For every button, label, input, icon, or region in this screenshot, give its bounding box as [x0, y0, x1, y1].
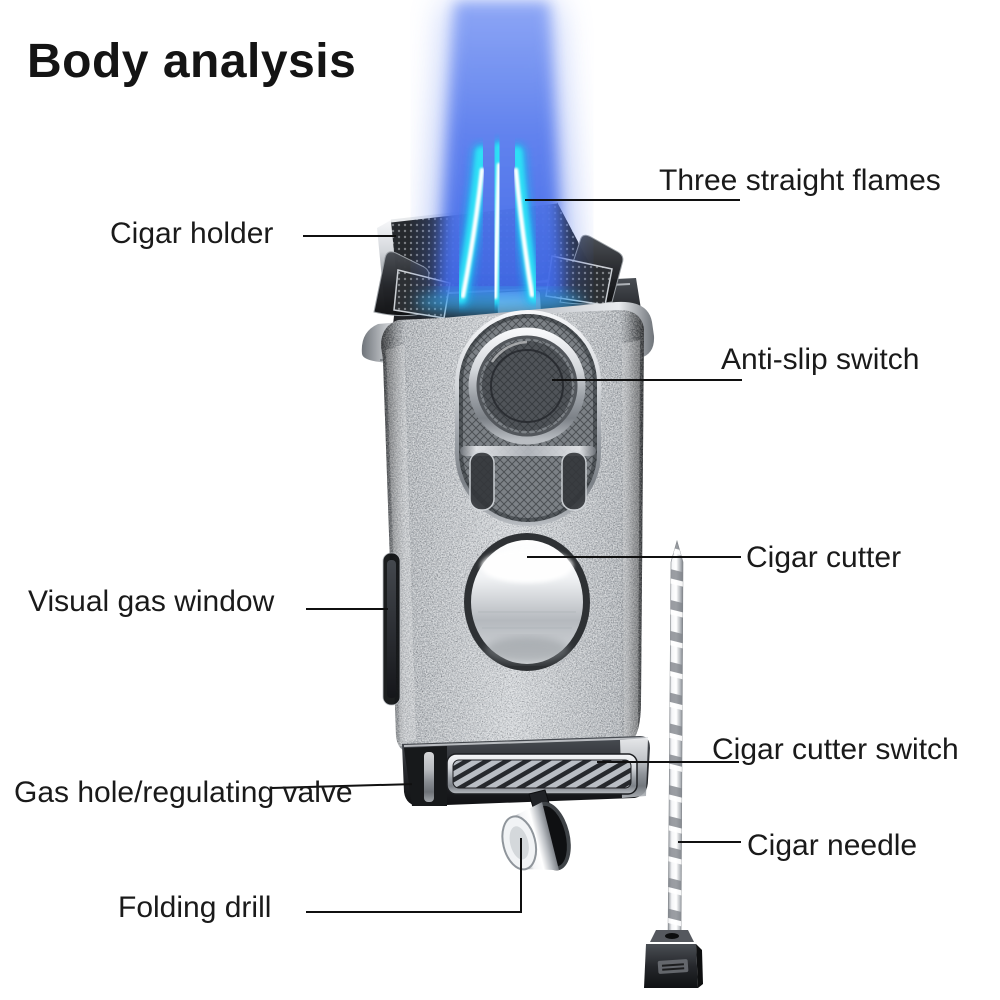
label-folding-drill: Folding drill — [118, 891, 272, 924]
leader-line-folding-drill-vertical — [520, 838, 522, 913]
folding-drill-knob — [501, 801, 571, 871]
page-title: Body analysis — [27, 35, 357, 88]
label-visual-gas-window: Visual gas window — [28, 585, 275, 618]
needle-stand — [644, 930, 703, 988]
flame — [415, 2, 585, 315]
label-anti-slip-switch: Anti-slip switch — [721, 343, 920, 376]
leader-line-cigar-holder — [303, 235, 396, 237]
label-cigar-cutter: Cigar cutter — [746, 541, 902, 574]
leader-line-anti-slip-switch — [552, 379, 742, 381]
leader-line-visual-gas-window — [306, 608, 388, 610]
lighter-body — [381, 309, 644, 752]
leader-line-cigar-cutter — [527, 556, 741, 558]
label-cigar-needle: Cigar needle — [747, 829, 918, 862]
leader-line-folding-drill-horizontal — [306, 911, 522, 913]
label-gas-hole-regulating-valve: Gas hole/regulating valve — [14, 776, 353, 809]
anti-slip-switch-panel — [455, 310, 601, 526]
cigar-needle-tool — [644, 539, 703, 988]
label-cigar-holder: Cigar holder — [110, 217, 274, 250]
leader-line-three-straight-flames — [525, 199, 740, 201]
leader-line-cigar-cutter-switch — [597, 761, 739, 763]
leader-line-cigar-needle — [678, 841, 741, 843]
anti-slip-switch-dial — [468, 327, 586, 445]
label-cigar-cutter-switch: Cigar cutter switch — [712, 733, 959, 766]
visual-gas-window — [382, 552, 401, 706]
lighter-bottom-assembly — [402, 736, 650, 871]
cigar-cutter-window — [464, 533, 590, 671]
label-three-straight-flames: Three straight flames — [659, 164, 941, 197]
cigar-cutter-switch-slider — [446, 753, 638, 795]
